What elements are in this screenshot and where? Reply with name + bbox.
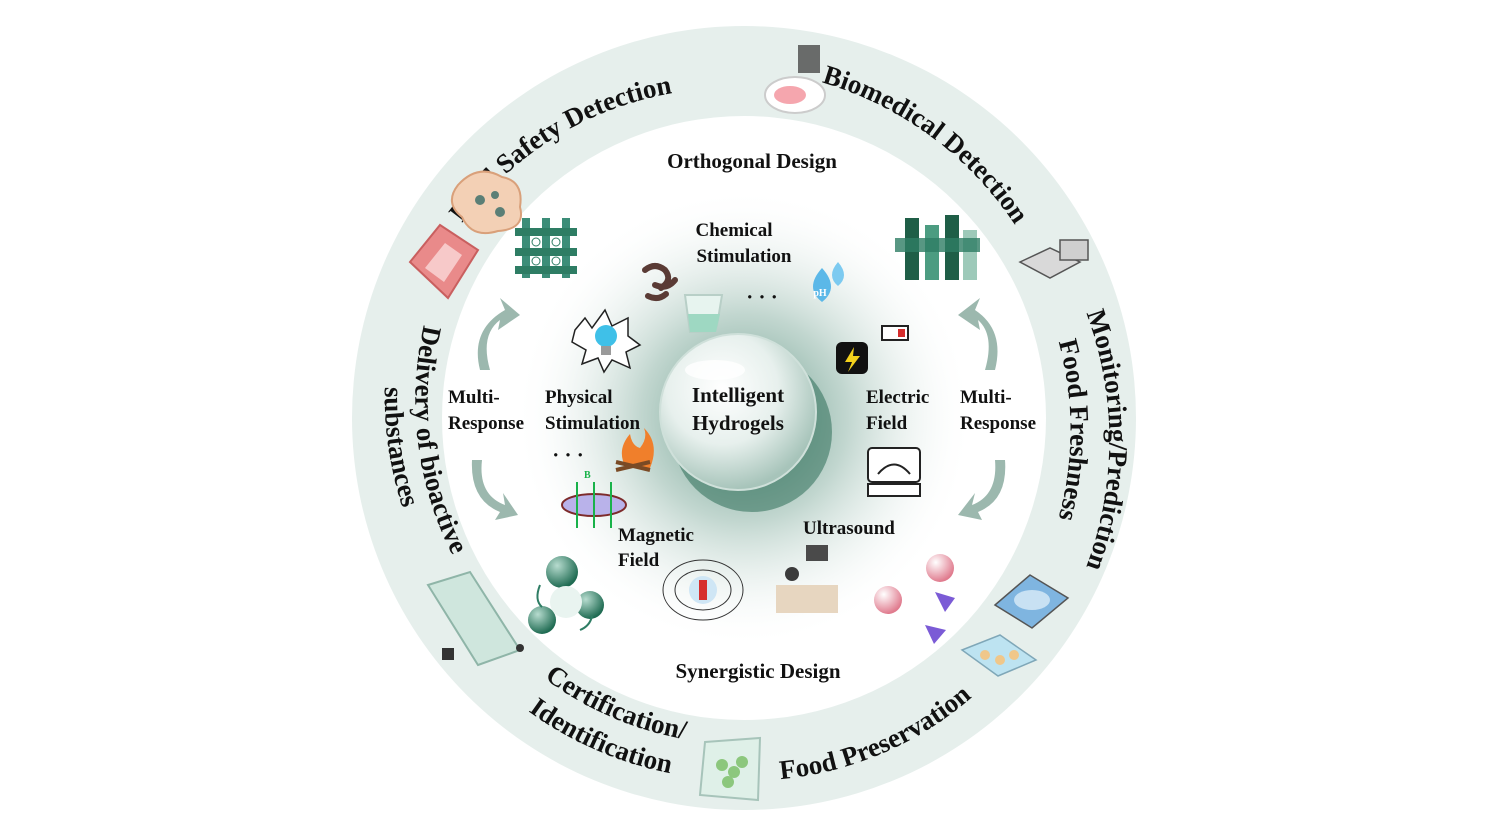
- arrow-left-up-icon: [477, 298, 520, 370]
- light-bulb-icon: [571, 308, 642, 374]
- grape-bag-icon: [698, 736, 762, 802]
- ultrasound-label: Ultrasound: [803, 518, 895, 539]
- multi-response-right-line2: Response: [960, 413, 1036, 434]
- physical-stimulation-line1: Physical: [545, 387, 613, 408]
- magnetic-field-line1: Magnetic: [618, 525, 694, 546]
- synergy-spheres-icon: [528, 556, 604, 634]
- magnet-field-icon: [662, 559, 744, 621]
- battery-icon: [881, 325, 909, 341]
- chemical-stimulation-line1: Chemical: [695, 220, 772, 241]
- sensor-film-icon: [426, 570, 524, 667]
- orthogonal-grid-icon: [515, 218, 577, 278]
- fire-icon: [615, 428, 654, 472]
- ellipsis-top: · · ·: [746, 285, 778, 309]
- microbe-icon: [451, 170, 522, 235]
- magnetic-field-line2: Field: [618, 550, 660, 571]
- bubble-highlight: [685, 360, 745, 380]
- physical-stimulation-line2: Stimulation: [545, 413, 640, 434]
- meat-sample-icon: [408, 223, 480, 300]
- ph-drop-icon: pH: [813, 262, 844, 302]
- multi-response-left-line2: Response: [448, 413, 524, 434]
- core-title-line1: Intelligent: [692, 383, 784, 407]
- electric-field-line1: Electric: [866, 387, 929, 408]
- ph-label: pH: [813, 288, 827, 299]
- magnet-b-label: B: [584, 470, 591, 481]
- bacteria-icon: [642, 263, 678, 302]
- laptop-device-icon: [1018, 239, 1089, 279]
- lightning-icon: [836, 342, 868, 374]
- orthogonal-design-label: Orthogonal Design: [667, 149, 837, 173]
- chemical-stimulation-line2: Stimulation: [696, 246, 791, 267]
- synergistic-design-label: Synergistic Design: [675, 659, 840, 683]
- food-box-icon: [960, 634, 1038, 677]
- multi-response-right-line1: Multi-: [960, 387, 1012, 408]
- ellipsis-left: · · ·: [552, 443, 584, 467]
- microscope-slide-icon: [764, 45, 826, 114]
- arrow-right-up-icon: [958, 298, 998, 370]
- patient-scan-icon: [776, 545, 838, 613]
- magnetic-coil-icon: B: [561, 470, 627, 528]
- core-title-line2: Hydrogels: [692, 411, 784, 435]
- arrow-left-down-icon: [471, 460, 518, 520]
- ultrasound-machine-icon: [867, 447, 921, 497]
- electric-field-line2: Field: [866, 413, 908, 434]
- sensor-tray-icon: [993, 574, 1070, 629]
- beaker-icon: [683, 294, 724, 333]
- block-structure-icon: [895, 215, 980, 280]
- multi-response-left-line1: Multi-: [448, 387, 500, 408]
- pink-spheres-icon: [874, 554, 955, 644]
- arrow-right-down-icon: [958, 460, 1006, 520]
